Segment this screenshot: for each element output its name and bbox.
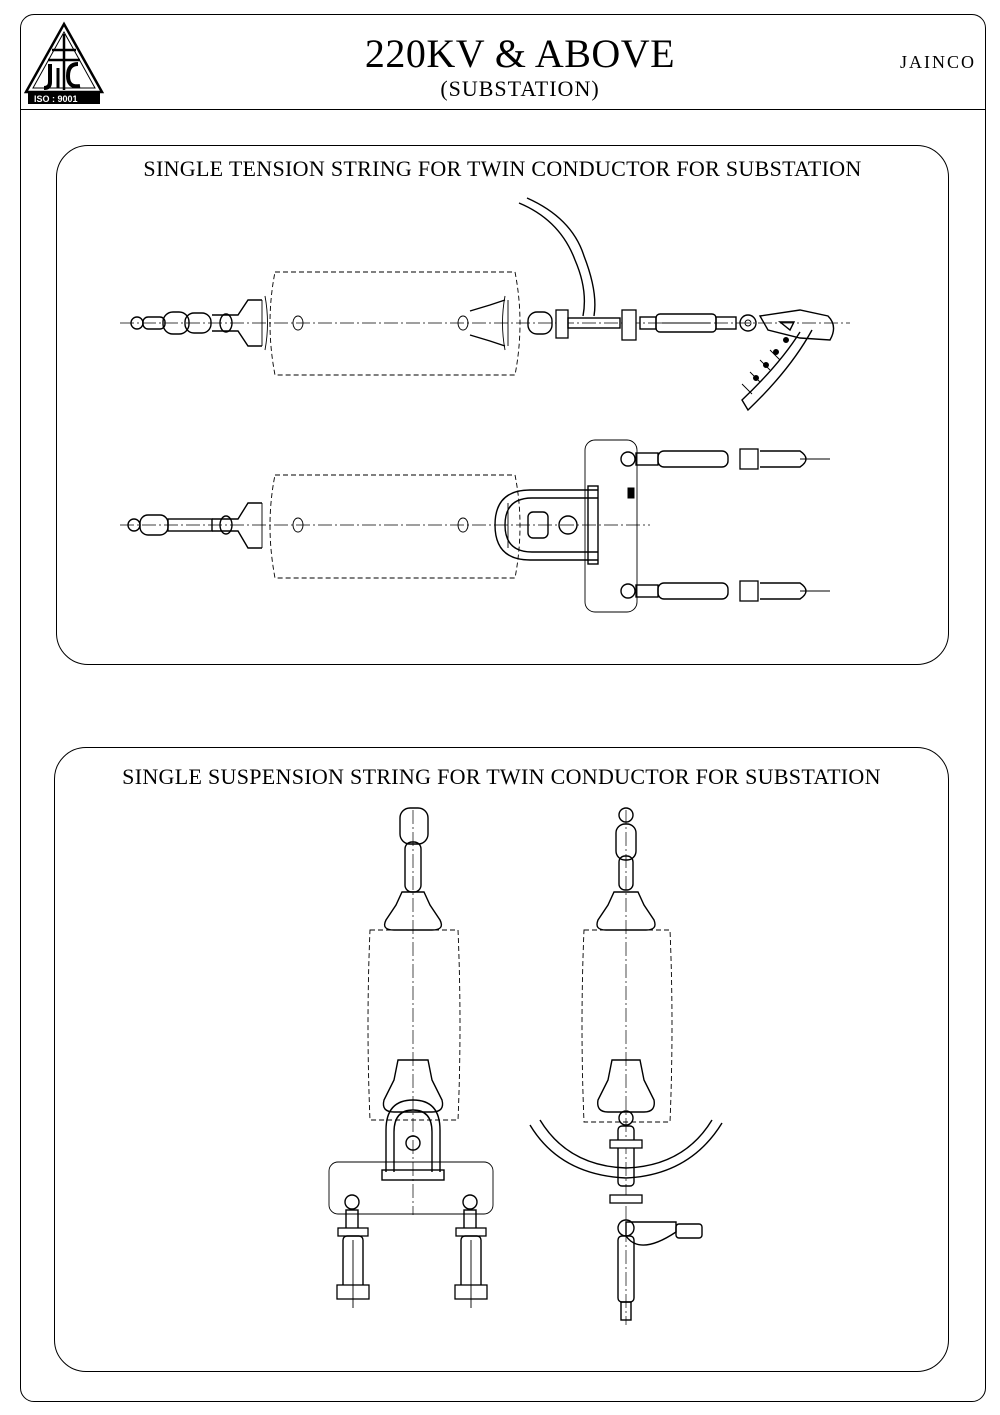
tension-string-plan-view [120,439,830,613]
transmission-tower-logo-icon [23,21,105,104]
page-subtitle: (SUBSTATION) [440,76,600,101]
suspension-string-corona-view [529,807,723,1325]
suspension-string-panel: SINGLE SUSPENSION STRING FOR TWIN CONDUC… [54,747,949,1372]
logo-caption: ISO : 9001 [34,94,78,104]
suspension-string-yoke-view [328,807,494,1308]
tension-string-title: SINGLE TENSION STRING FOR TWIN CONDUCTOR… [143,156,862,181]
brand-name: JAINCO [899,52,976,72]
suspension-string-title: SINGLE SUSPENSION STRING FOR TWIN CONDUC… [122,764,881,789]
tension-string-panel: SINGLE TENSION STRING FOR TWIN CONDUCTOR… [56,145,949,665]
page-frame [20,14,986,1402]
tension-string-side-view [120,197,850,412]
header-divider [20,109,986,110]
page-title: 220KV & ABOVE [364,31,676,76]
